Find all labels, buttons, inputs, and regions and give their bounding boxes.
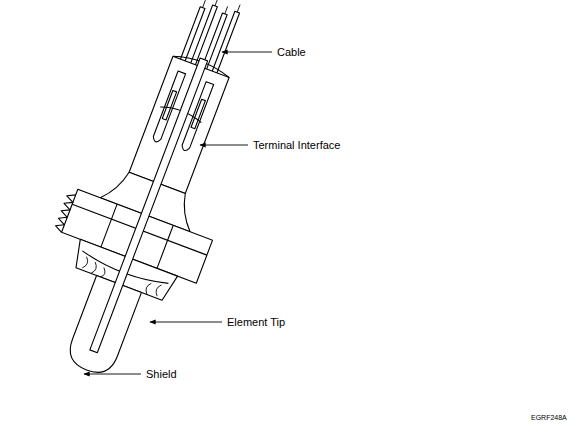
leader-line	[84, 374, 141, 375]
leader-line	[200, 145, 248, 146]
part-label: Shield	[146, 368, 177, 380]
leader-line	[150, 322, 222, 323]
part-label: Element Tip	[227, 316, 285, 328]
part-label: Terminal Interface	[253, 139, 340, 151]
thread	[54, 192, 76, 232]
sensor-body	[12, 0, 294, 395]
part-label: Cable	[277, 46, 306, 58]
figure-code: EGRF248A	[531, 414, 567, 422]
leader-line	[222, 52, 272, 53]
sensing-element	[90, 58, 208, 353]
